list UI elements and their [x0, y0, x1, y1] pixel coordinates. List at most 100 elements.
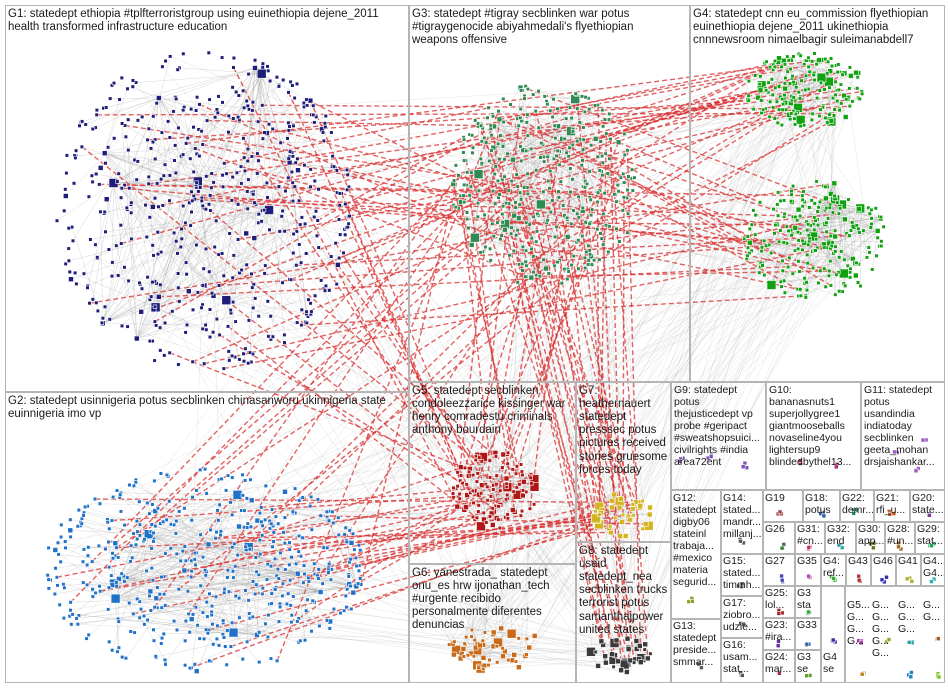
inter-group-edge — [476, 142, 620, 482]
edge — [247, 105, 270, 211]
inter-group-edge — [489, 84, 780, 162]
edge — [274, 588, 641, 663]
edge — [266, 64, 786, 580]
edge — [533, 94, 576, 100]
edge — [633, 98, 785, 516]
edge — [208, 544, 270, 605]
inter-group-edge — [570, 265, 597, 512]
inter-group-edge — [328, 475, 530, 571]
group-label-G4a: G4: ref... — [823, 556, 845, 579]
edge — [158, 97, 240, 121]
edge — [449, 518, 597, 645]
inter-group-edge — [601, 120, 832, 240]
edge — [516, 88, 766, 467]
edge — [297, 573, 312, 632]
edge — [252, 155, 507, 500]
edge — [182, 154, 298, 574]
group-label-G4b: G4... G4... — [923, 556, 944, 579]
edge — [224, 573, 298, 589]
edge — [599, 506, 637, 649]
edge — [55, 549, 116, 599]
edge — [636, 94, 773, 642]
edge — [209, 284, 772, 338]
edge — [151, 493, 454, 525]
inter-group-edge — [492, 260, 590, 486]
edge — [828, 241, 869, 248]
edge — [254, 67, 302, 310]
edge — [508, 190, 541, 205]
edge — [274, 573, 298, 589]
edge — [501, 628, 596, 653]
edge — [113, 118, 234, 184]
edge — [478, 207, 819, 495]
group-label-G2: G2: statedept usinnigeria potus secblink… — [8, 395, 386, 421]
edge — [162, 66, 525, 482]
edge — [233, 605, 291, 633]
inter-group-edge — [453, 87, 766, 182]
edge — [109, 566, 321, 593]
edge — [787, 258, 853, 267]
inter-group-edge — [121, 187, 825, 249]
edge — [478, 158, 555, 175]
edge — [248, 97, 794, 321]
edge — [125, 136, 156, 308]
edge — [60, 561, 490, 661]
edge — [233, 93, 863, 573]
edge — [113, 583, 243, 660]
edge — [485, 147, 494, 248]
edge — [157, 461, 482, 588]
inter-group-edge — [607, 80, 750, 175]
edge — [467, 216, 785, 656]
edge — [78, 509, 603, 616]
inter-group-edge — [242, 138, 471, 494]
edge — [753, 77, 822, 110]
inter-group-edge — [224, 107, 489, 164]
edge — [492, 279, 806, 635]
edge — [209, 271, 481, 646]
edge — [825, 59, 832, 122]
edge — [77, 624, 613, 655]
edge — [499, 98, 576, 195]
edge — [477, 209, 799, 645]
edge — [813, 236, 859, 283]
edge — [113, 171, 292, 184]
edge — [155, 256, 332, 308]
edge — [158, 97, 212, 174]
edge — [630, 72, 857, 661]
edge — [273, 230, 836, 527]
inter-group-edge — [317, 261, 527, 579]
edge — [160, 523, 321, 593]
group-label-G6: G6: yanestrada_ statedept onu_es hrw ijo… — [412, 567, 550, 632]
inter-group-edge — [154, 125, 495, 323]
edge — [632, 504, 647, 658]
edge — [106, 199, 137, 339]
edge — [80, 525, 298, 574]
edge — [136, 122, 315, 339]
edge — [228, 591, 234, 633]
edge — [639, 82, 769, 508]
group-label-G14: G14: stated... mandr... millanj... — [723, 493, 762, 540]
edge — [819, 201, 826, 225]
edge — [500, 135, 625, 665]
edge — [627, 208, 860, 639]
inter-group-edge — [459, 195, 491, 461]
edge — [619, 241, 643, 501]
edge — [147, 455, 477, 504]
inter-group-edge — [512, 159, 633, 517]
edge — [471, 466, 518, 631]
edge — [792, 226, 884, 274]
edge — [206, 120, 225, 593]
edge — [792, 208, 861, 217]
inter-group-edge — [234, 455, 497, 545]
edge — [749, 242, 818, 249]
inter-group-edge — [529, 191, 572, 509]
edge — [136, 299, 309, 339]
edge — [136, 211, 192, 339]
inter-group-edge — [121, 117, 567, 245]
inter-group-edge — [301, 295, 806, 326]
edge — [135, 73, 262, 83]
edge — [226, 224, 301, 301]
edge — [278, 186, 484, 658]
edge — [113, 480, 246, 584]
group-label-G3a: G3 sta — [797, 588, 812, 611]
